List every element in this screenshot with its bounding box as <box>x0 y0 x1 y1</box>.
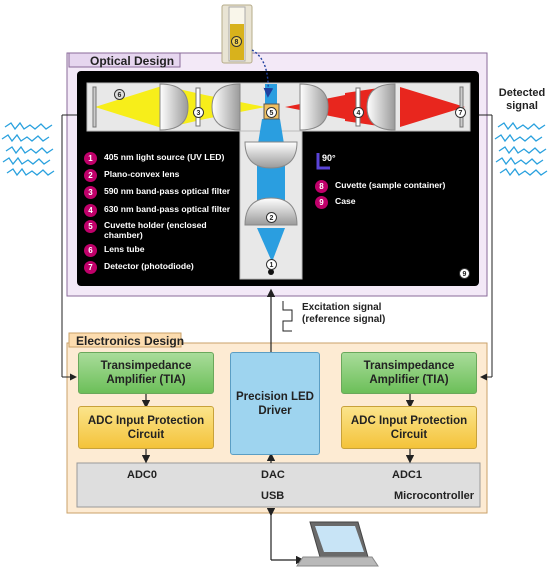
angle-marker <box>316 153 330 170</box>
left-signal-waves <box>1 121 55 177</box>
marker-5: 5 <box>266 107 277 118</box>
lens-right-b <box>366 83 396 131</box>
lens-left-b <box>211 83 241 131</box>
laptop-screen <box>315 526 364 552</box>
marker-1: 1 <box>266 259 277 270</box>
uv-led <box>268 269 274 275</box>
square-wave-icon <box>282 301 293 332</box>
dac-label: DAC <box>261 469 285 481</box>
marker-8: 8 <box>231 36 242 47</box>
lens-right-a <box>299 83 329 131</box>
microcontroller-block <box>76 462 481 508</box>
electronics-design-title: Electronics Design <box>76 334 185 348</box>
cuvette-insert-arrow <box>251 49 274 98</box>
marker-3: 3 <box>193 107 204 118</box>
marker-6: 6 <box>114 89 125 100</box>
lens-vertical-b <box>244 197 298 226</box>
optical-title-tab <box>68 52 181 68</box>
adc1-label: ADC1 <box>392 469 422 481</box>
adc0-label: ADC0 <box>127 469 157 481</box>
uv-beam-top <box>265 84 277 104</box>
adc-protection-left-box: ADC Input Protection Circuit <box>78 406 214 449</box>
optical-design-title: Optical Design <box>90 54 175 68</box>
red-beam-right <box>400 87 465 127</box>
lens-left-a <box>159 83 189 131</box>
detector-left <box>92 86 97 128</box>
tia-right-box: Transimpedance Amplifier (TIA) <box>341 352 477 394</box>
adc-protection-right-box: ADC Input Protection Circuit <box>341 406 477 449</box>
marker-9: 9 <box>459 268 470 279</box>
laptop-base <box>296 556 379 567</box>
usb-label: USB <box>261 490 285 502</box>
microcontroller-label: Microcontroller <box>394 490 475 502</box>
lens-vertical-a <box>244 141 298 169</box>
electronics-title-tab <box>68 332 182 348</box>
tia-left-box: Transimpedance Amplifier (TIA) <box>78 352 214 394</box>
detected-signal-label: Detected signal <box>498 87 546 112</box>
yellow-beam-left <box>95 85 165 129</box>
led-driver-box: Precision LED Driver <box>230 352 320 455</box>
uv-beam-bottom <box>257 228 285 262</box>
marker-7: 7 <box>455 107 466 118</box>
excitation-signal-label: Excitation signal (reference signal) <box>302 302 386 325</box>
angle-label: 90° <box>322 153 336 163</box>
right-signal-waves <box>494 121 548 177</box>
marker-2: 2 <box>266 212 277 223</box>
marker-4: 4 <box>353 107 364 118</box>
